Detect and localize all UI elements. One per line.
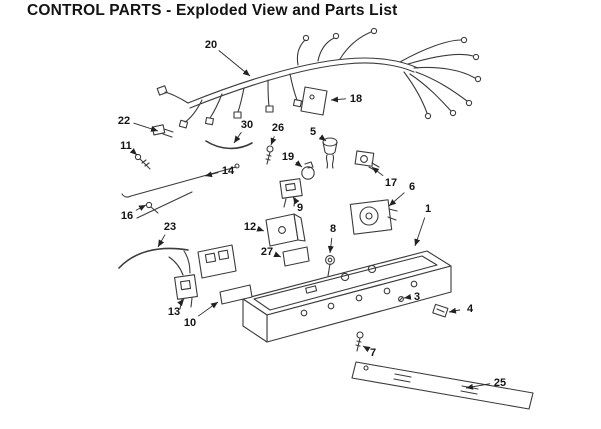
wire-rod — [136, 191, 193, 219]
callout-20: 20 — [205, 39, 251, 77]
part-number-label: 27 — [261, 246, 273, 258]
callout-8: 8 — [327, 223, 336, 254]
callout-4: 4 — [448, 303, 474, 315]
part-number-label: 10 — [184, 317, 196, 329]
part-30-wire — [205, 140, 253, 150]
part-number-label: 5 — [310, 126, 316, 138]
callout-leader-line — [273, 251, 282, 258]
part-number-label: 23 — [164, 221, 176, 233]
part-10-plate — [219, 284, 253, 305]
part-number-label: 4 — [467, 303, 474, 315]
part-number-label: 18 — [350, 93, 362, 105]
callout-5: 5 — [310, 126, 327, 142]
part-number-label: 19 — [282, 151, 294, 163]
part-19-light-bulb — [301, 161, 315, 180]
callout-25: 25 — [465, 377, 506, 390]
callout-9: 9 — [292, 196, 303, 214]
callout-leader-line — [388, 192, 405, 207]
part-number-label: 26 — [272, 122, 284, 134]
callout-leader-line — [233, 131, 242, 144]
part-number-label: 9 — [297, 202, 303, 214]
callout-12: 12 — [244, 221, 265, 233]
part-22-wire-clip — [151, 124, 174, 138]
callout-16: 16 — [121, 204, 147, 222]
callout-leader-line — [157, 234, 166, 248]
callout-11: 11 — [120, 140, 138, 156]
callout-leader-line — [448, 307, 461, 314]
part-number-label: 12 — [244, 221, 256, 233]
callout-leader-line — [218, 49, 251, 77]
callout-leader-line — [135, 204, 147, 211]
callout-leader-line — [362, 345, 371, 353]
callout-leader-line — [294, 160, 303, 168]
callout-leader-line — [327, 237, 334, 254]
callout-leader-line — [414, 217, 426, 247]
callout-13: 13 — [168, 298, 185, 318]
part-5-lamp-socket — [322, 137, 338, 169]
callout-leader-line — [129, 148, 138, 156]
callout-leader-line — [330, 96, 347, 103]
part-number-label: 20 — [205, 39, 217, 51]
callout-23: 23 — [157, 221, 176, 248]
callout-leader-line — [318, 134, 327, 142]
part-number-label: 22 — [118, 115, 130, 127]
part-13-switch — [168, 250, 198, 310]
part-1-control-housing — [242, 250, 452, 343]
part-4-clip — [432, 303, 449, 318]
part-number-label: 1 — [425, 203, 431, 215]
part-number-label: 11 — [120, 140, 132, 152]
callout-leader-line — [197, 301, 219, 317]
part-number-label: 3 — [414, 291, 420, 303]
part-3-screw — [398, 296, 404, 302]
callout-27: 27 — [261, 246, 282, 258]
callout-leader-line — [256, 225, 265, 232]
callout-leader-line — [270, 136, 277, 146]
callout-6: 6 — [388, 181, 415, 207]
part-23-wire — [118, 247, 189, 269]
part-number-label: 6 — [409, 181, 415, 193]
callout-26: 26 — [270, 122, 284, 146]
callout-7: 7 — [362, 345, 376, 359]
part-number-label: 25 — [494, 377, 506, 389]
callout-30: 30 — [233, 119, 253, 144]
part-number-label: 14 — [222, 165, 235, 177]
callout-1: 1 — [414, 203, 431, 247]
part-number-label: 17 — [385, 177, 397, 189]
part-26-screw — [265, 145, 274, 165]
part-9-switch — [279, 178, 303, 208]
part-8-grommet — [325, 255, 335, 277]
callout-17: 17 — [371, 166, 397, 189]
part-27-plate — [282, 246, 310, 267]
part-11-screw — [134, 153, 151, 170]
part-12-bracket — [265, 213, 306, 247]
part-17-socket — [354, 150, 380, 172]
part-number-label: 13 — [168, 306, 180, 318]
callout-leader-line — [177, 298, 185, 307]
part-6-control-thermostat — [349, 199, 398, 235]
part-number-label: 16 — [121, 210, 133, 222]
callout-18: 18 — [330, 93, 362, 105]
callout-10: 10 — [184, 301, 219, 329]
part-number-label: 8 — [330, 223, 336, 235]
callout-19: 19 — [282, 151, 303, 168]
part-7-screw — [355, 331, 364, 352]
callout-leader-line — [292, 196, 300, 205]
page-title: CONTROL PARTS - Exploded View and Parts … — [27, 2, 398, 19]
part-20-wire-harness — [156, 27, 482, 129]
part-14-rod — [121, 163, 240, 198]
part-number-label: 30 — [241, 119, 253, 131]
part-number-label: 7 — [370, 347, 376, 359]
part-18-cover-plate — [300, 86, 328, 116]
bracket-with-slots — [197, 244, 237, 279]
callout-3: 3 — [403, 291, 420, 303]
part-16-screw — [145, 201, 159, 214]
callout-22: 22 — [118, 115, 159, 132]
callout-leader-line — [204, 171, 219, 178]
callout-leader-line — [465, 383, 491, 390]
callout-leader-line — [133, 122, 159, 132]
callout-14: 14 — [204, 165, 235, 178]
callout-leader-line — [371, 166, 384, 177]
